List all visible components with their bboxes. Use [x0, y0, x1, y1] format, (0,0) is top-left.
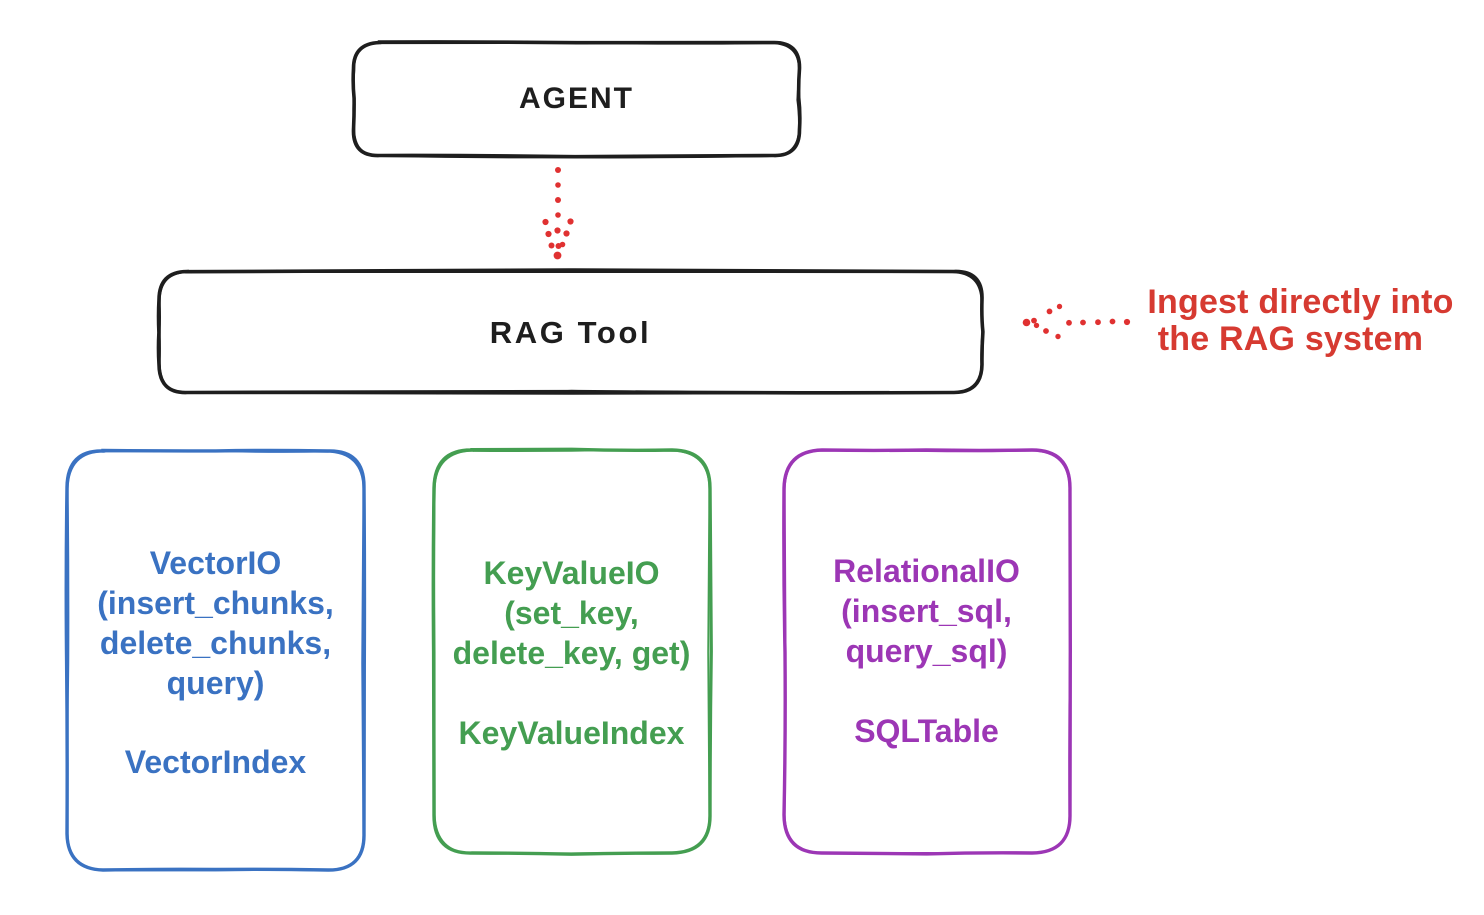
svg-text:KeyValueIO: KeyValueIO [483, 555, 659, 591]
svg-text:VectorIndex: VectorIndex [125, 744, 307, 780]
svg-text:query): query) [167, 665, 265, 701]
svg-text:AGENT: AGENT [519, 82, 634, 115]
svg-text:(set_key,: (set_key, [504, 595, 639, 631]
svg-text:VectorIO: VectorIO [150, 545, 282, 581]
svg-text:delete_chunks,: delete_chunks, [100, 625, 331, 661]
svg-text:query_sql): query_sql) [846, 633, 1008, 669]
svg-text:SQLTable: SQLTable [854, 713, 999, 749]
svg-text:(insert_sql,: (insert_sql, [841, 593, 1012, 629]
svg-text:RAG Tool: RAG Tool [490, 315, 651, 350]
svg-text:delete_key, get): delete_key, get) [453, 635, 691, 671]
svg-text:RelationalIO: RelationalIO [833, 553, 1020, 589]
svg-text:Ingest directly into: Ingest directly into [1147, 283, 1453, 321]
svg-text:the RAG system: the RAG system [1158, 320, 1423, 358]
svg-text:KeyValueIndex: KeyValueIndex [459, 715, 685, 751]
svg-text:(insert_chunks,: (insert_chunks, [97, 585, 334, 621]
